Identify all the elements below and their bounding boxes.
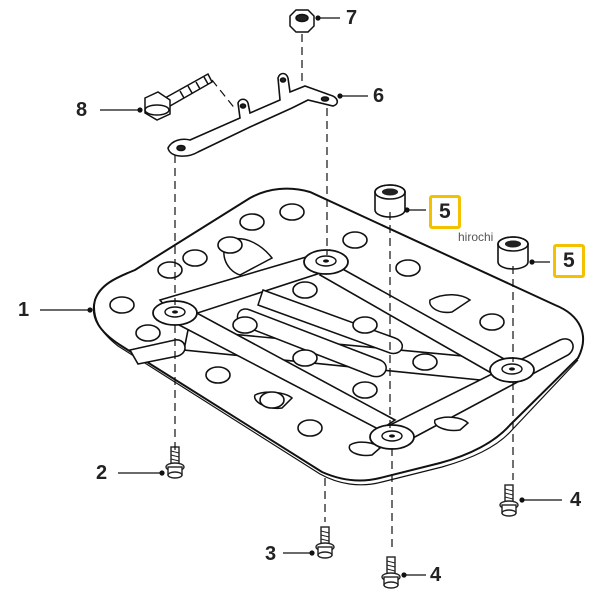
carrier-plate — [92, 187, 584, 486]
callout-2: 2 — [96, 462, 108, 484]
watermark: hirochi — [458, 230, 494, 244]
callout-1: 1 — [18, 299, 30, 321]
bolt-2 — [165, 446, 185, 479]
callout-4-bottom: 4 — [430, 564, 442, 586]
callout-5-highlighted-upper: 5 — [429, 195, 461, 229]
leader-lines — [40, 15, 562, 578]
nut — [289, 9, 315, 33]
bolt-3 — [315, 526, 335, 559]
callout-8: 8 — [76, 99, 88, 121]
callout-4-right: 4 — [570, 489, 582, 511]
bolt-4-right — [499, 484, 519, 517]
callout-3: 3 — [265, 543, 277, 565]
long-bolt — [144, 72, 213, 121]
grommet-right — [497, 236, 529, 270]
callout-5-highlighted-right: 5 — [553, 244, 585, 278]
assembly-lines — [174, 34, 514, 548]
callout-7: 7 — [346, 7, 358, 29]
bolt-4-bottom — [381, 556, 401, 589]
bracket — [167, 72, 339, 157]
callout-6: 6 — [373, 85, 385, 107]
